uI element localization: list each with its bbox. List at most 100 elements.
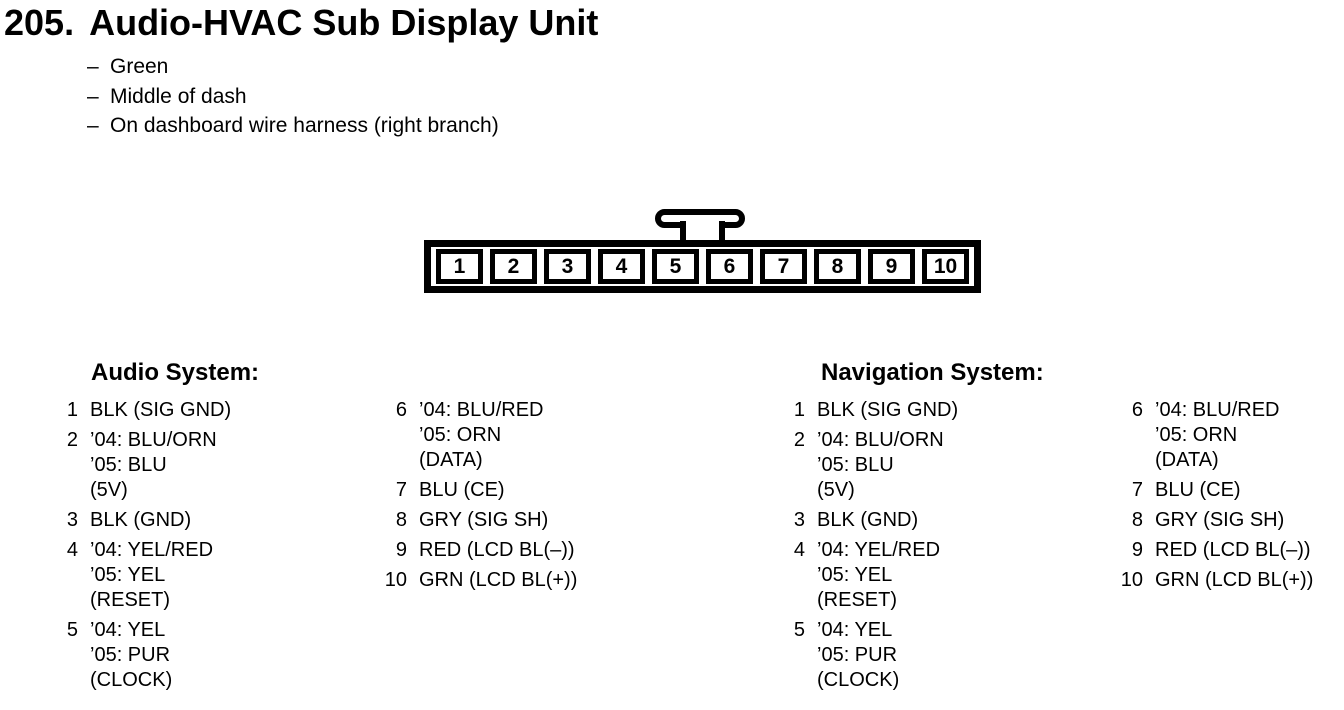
bullet-dash: – bbox=[87, 114, 99, 137]
pin-row: 6 ’04: BLU/RED’05: ORN(DATA) bbox=[1113, 398, 1313, 473]
pin-row: 1 BLK (SIG GND) bbox=[48, 398, 231, 423]
wire-label-line: (5V) bbox=[817, 479, 855, 501]
bullet-text: On dashboard wire harness (right branch) bbox=[110, 114, 499, 137]
connector-pin-cell: 10 bbox=[922, 249, 969, 284]
wire-label-line: BLK (GND) bbox=[90, 509, 192, 531]
pin-row: 4’04: YEL/RED’05: YEL(RESET) bbox=[775, 538, 958, 613]
pin-row: 3 BLK (GND) bbox=[48, 508, 231, 533]
wire-label-line: ’05: ORN bbox=[419, 424, 502, 446]
audio-pin-list-1-5: 1 BLK (SIG GND) 2 ’04: BLU/ORN ’05: BLU (5V) 3… bbox=[48, 398, 231, 698]
wire-label-line: BLK (SIG GND) bbox=[817, 399, 959, 421]
pin-wire-labels: ’04: BLU/ORN ’05: BLU (5V) bbox=[817, 428, 944, 503]
pin-number: 3 bbox=[793, 509, 805, 531]
pin-number: 4 bbox=[66, 539, 78, 561]
connector-pin-cell: 7 bbox=[760, 249, 807, 284]
pin-row: 10 GRN (LCD BL(+)) bbox=[1113, 568, 1314, 593]
wire-label-line: (RESET) bbox=[90, 589, 170, 611]
pin-number: 6 bbox=[395, 399, 407, 421]
pin-number: 10 bbox=[1120, 569, 1143, 591]
pin-wire-labels: ’04: YEL’05: PUR(CLOCK) bbox=[817, 618, 899, 693]
pin-wire-labels: BLK (SIG GND) bbox=[817, 398, 958, 423]
pin-number: 6 bbox=[1131, 399, 1143, 421]
pin-row: 2 ’04: BLU/ORN ’05: BLU (5V) bbox=[775, 428, 958, 503]
connector-pin-cell: 6 bbox=[706, 249, 753, 284]
bullet-text: Middle of dash bbox=[110, 84, 247, 108]
wire-label-line: BLK (GND) bbox=[817, 509, 919, 531]
navigation-system-heading: Navigation System: bbox=[821, 359, 1044, 386]
wire-label-line: ’05: YEL bbox=[817, 564, 893, 586]
section-title: Audio-HVAC Sub Display Unit bbox=[89, 2, 599, 43]
pin-wire-labels: RED (LCD BL(–)) bbox=[1155, 538, 1311, 563]
wire-label-line: ’04: BLU/RED bbox=[1155, 399, 1280, 421]
connector-pin-cell: 4 bbox=[598, 249, 645, 284]
page-title: 205. Audio-HVAC Sub Display Unit bbox=[4, 4, 598, 42]
wire-label-line: (5V) bbox=[90, 479, 128, 501]
wire-label-line: ’04: YEL/RED bbox=[817, 539, 941, 561]
pin-wire-labels: ’04: YEL/RED ’05: YEL (RESET) bbox=[90, 538, 213, 613]
wire-label-line: GRN (LCD BL(+)) bbox=[419, 569, 578, 591]
pin-wire-labels: BLK (SIG GND) bbox=[90, 398, 231, 423]
connector-pin-cell: 5 bbox=[652, 249, 699, 284]
wire-label-line: ’05: YEL bbox=[90, 564, 166, 586]
location-bullets: –Green–Middle of dash–On dashboard wire … bbox=[87, 52, 499, 141]
wire-label-line: ’05: BLU bbox=[90, 454, 167, 476]
pin-number: 7 bbox=[1131, 479, 1143, 501]
pin-wire-labels: RED (LCD BL(–)) bbox=[419, 538, 575, 563]
connector-pin-cell: 3 bbox=[544, 249, 591, 284]
wire-label-line: ’04: BLU/ORN bbox=[90, 429, 217, 451]
pin-number: 9 bbox=[1131, 539, 1143, 561]
bullet-text: Green bbox=[110, 55, 169, 78]
pin-row: 7 BLU (CE) bbox=[1113, 478, 1313, 503]
pin-number: 8 bbox=[1131, 509, 1143, 531]
section-number: 205. bbox=[4, 2, 75, 43]
pin-number: 9 bbox=[395, 539, 407, 561]
pin-number: 1 bbox=[66, 399, 78, 421]
wire-label-line: ’04: YEL bbox=[817, 619, 893, 641]
wire-label-line: (DATA) bbox=[419, 449, 483, 471]
wire-label-line: BLU (CE) bbox=[1155, 479, 1241, 501]
pin-wire-labels: ’04: BLU/RED’05: ORN(DATA) bbox=[1155, 398, 1280, 473]
pin-number: 5 bbox=[793, 619, 805, 641]
wire-label-line: GRY (SIG SH) bbox=[1155, 509, 1285, 531]
connector-pin-cell: 1 bbox=[436, 249, 483, 284]
wire-label-line: GRN (LCD BL(+)) bbox=[1155, 569, 1314, 591]
pin-wire-labels: ’04: BLU/ORN ’05: BLU (5V) bbox=[90, 428, 217, 503]
pin-wire-labels: GRY (SIG SH) bbox=[1155, 508, 1284, 533]
pin-wire-labels: GRN (LCD BL(+)) bbox=[419, 568, 577, 593]
pin-row: 9 RED (LCD BL(–)) bbox=[377, 538, 577, 563]
wire-label-line: ’05: PUR bbox=[90, 644, 171, 666]
pin-row: 6’04: BLU/RED’05: ORN(DATA) bbox=[377, 398, 577, 473]
wire-label-line: (CLOCK) bbox=[90, 669, 173, 691]
bullet-item: –Middle of dash bbox=[87, 82, 499, 112]
audio-system-heading: Audio System: bbox=[91, 359, 260, 386]
wire-label-line: ’05: BLU bbox=[817, 454, 894, 476]
connector-pin-cell: 9 bbox=[868, 249, 915, 284]
wire-label-line: GRY (SIG SH) bbox=[419, 509, 549, 531]
connector-pin-cell: 8 bbox=[814, 249, 861, 284]
wire-label-line: (DATA) bbox=[1155, 449, 1219, 471]
pin-number: 4 bbox=[793, 539, 805, 561]
pin-wire-labels: GRY (SIG SH) bbox=[419, 508, 548, 533]
pin-wire-labels: GRN (LCD BL(+)) bbox=[1155, 568, 1313, 593]
bullet-dash: – bbox=[87, 55, 99, 78]
pin-number: 3 bbox=[66, 509, 78, 531]
pin-wire-labels: BLK (GND) bbox=[90, 508, 191, 533]
wire-label-line: RED (LCD BL(–)) bbox=[419, 539, 575, 561]
wire-label-line: ’04: YEL/RED bbox=[90, 539, 214, 561]
pin-number: 2 bbox=[66, 429, 78, 451]
pin-row: 2 ’04: BLU/ORN ’05: BLU (5V) bbox=[48, 428, 231, 503]
pin-row: 9 RED (LCD BL(–)) bbox=[1113, 538, 1313, 563]
wire-label-line: RED (LCD BL(–)) bbox=[1155, 539, 1311, 561]
navigation-pin-list-6-10: 6 ’04: BLU/RED’05: ORN(DATA) 7 BLU (CE) 8 GRY… bbox=[1113, 398, 1314, 598]
pin-number: 2 bbox=[793, 429, 805, 451]
pin-row: 3 BLK (GND) bbox=[775, 508, 958, 533]
wire-label-line: ’04: BLU/ORN bbox=[817, 429, 944, 451]
wire-label-line: (CLOCK) bbox=[817, 669, 900, 691]
